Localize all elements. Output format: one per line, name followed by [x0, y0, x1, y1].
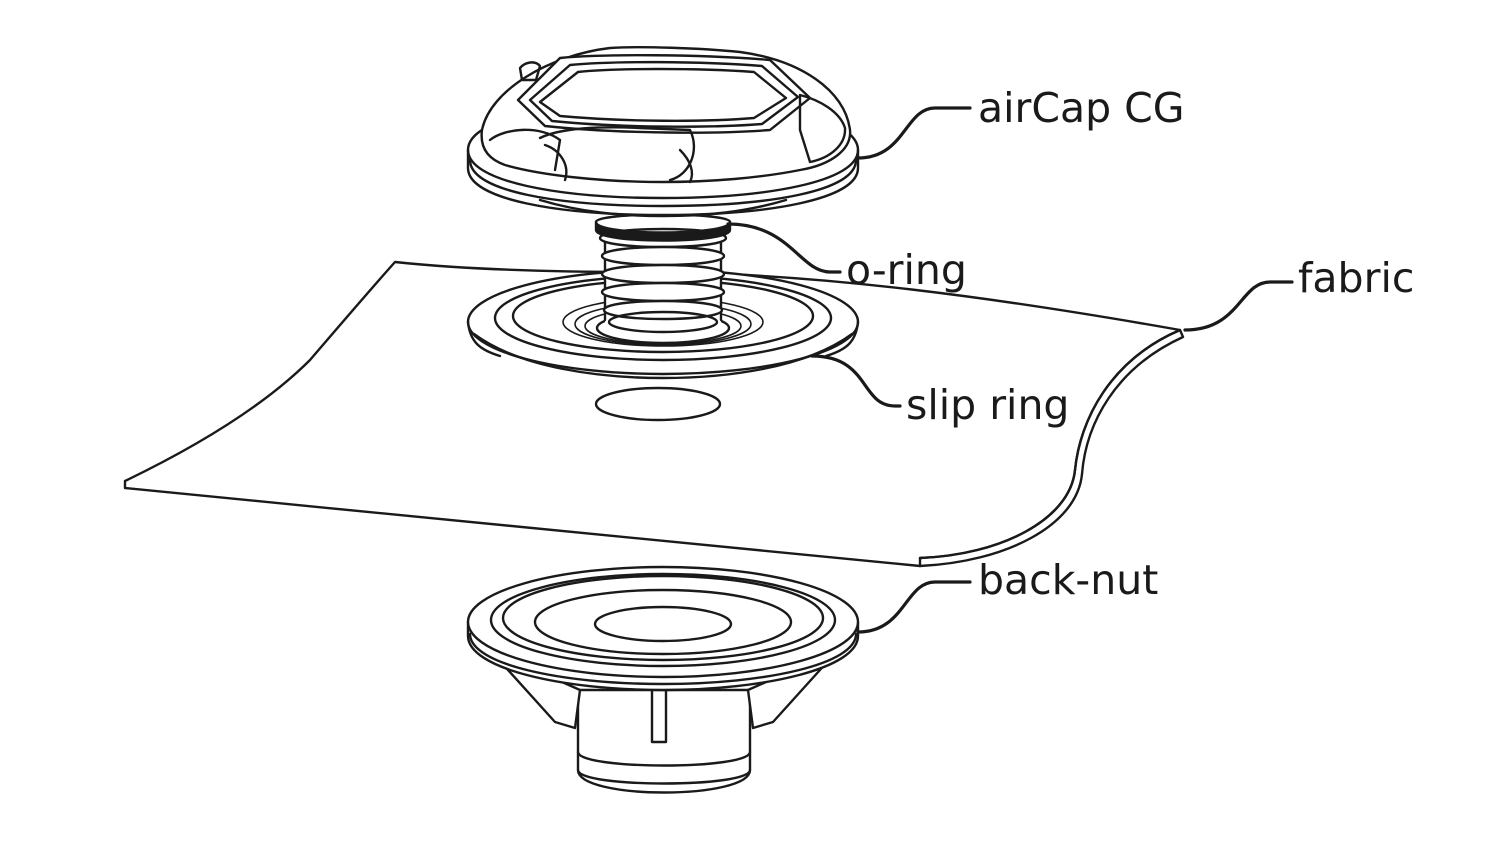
label-aircap-cg: airCap CG	[978, 84, 1185, 132]
aircap-cg	[466, 46, 860, 218]
leader-slipring	[810, 354, 902, 408]
label-back-nut: back-nut	[978, 556, 1159, 604]
leader-aircap	[856, 106, 972, 160]
label-fabric: fabric	[1298, 254, 1415, 302]
leader-fabric	[1183, 280, 1294, 332]
label-o-ring: o-ring	[846, 246, 967, 294]
leader-backnut	[856, 580, 972, 634]
leader-lines	[726, 106, 1294, 634]
label-slip-ring: slip ring	[906, 381, 1070, 429]
back-nut	[466, 565, 860, 794]
leader-oring	[726, 222, 842, 274]
